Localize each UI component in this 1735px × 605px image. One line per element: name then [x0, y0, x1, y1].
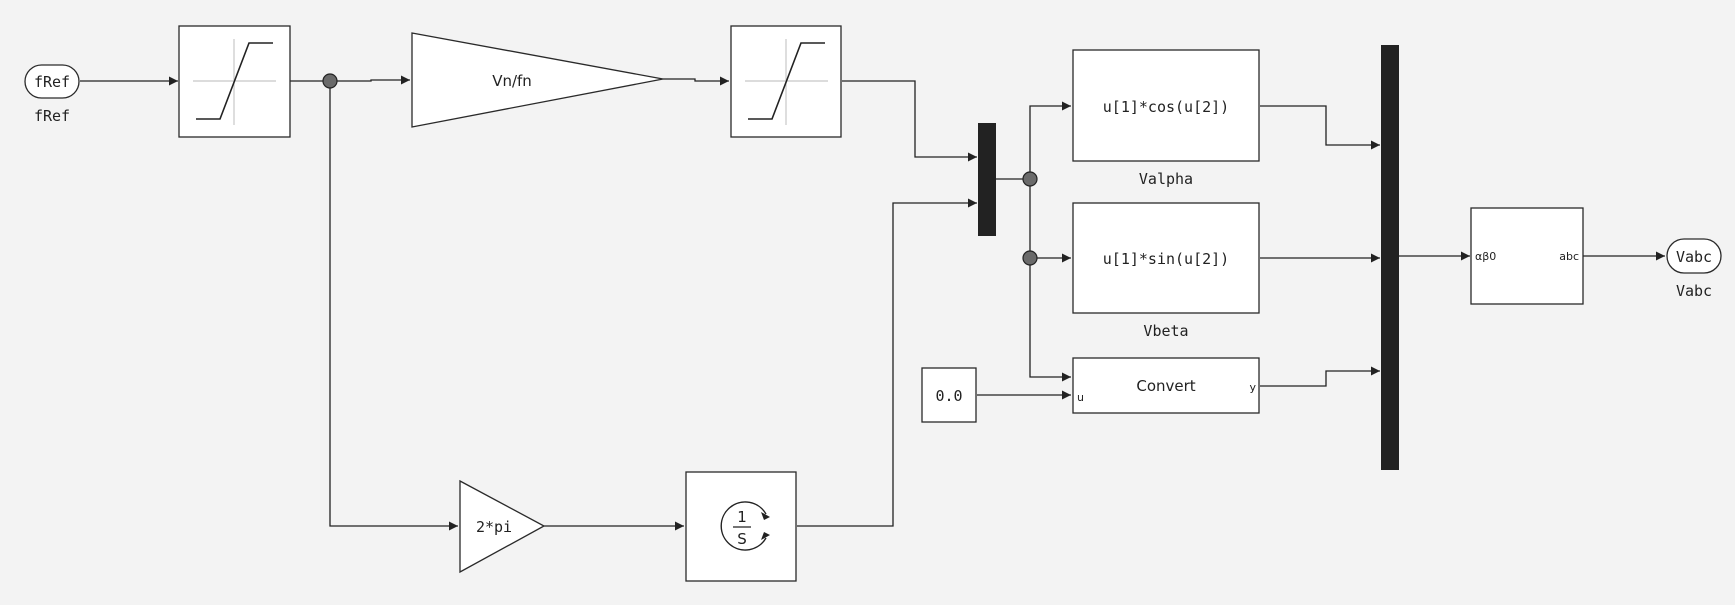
inverse-clarke-transform-block[interactable]: αβ0 abc — [1470, 207, 1584, 305]
branch-node-mux-upper[interactable] — [1022, 171, 1038, 187]
integrator-block[interactable]: 1 S — [685, 471, 797, 582]
inport-fref[interactable]: fRef — [24, 64, 80, 99]
outport-vabc-caption: Vabc — [1676, 282, 1712, 300]
saturation-block-1[interactable] — [178, 25, 291, 138]
inport-fref-caption: fRef — [34, 107, 70, 125]
wire-saturation2-to-mux[interactable] — [842, 80, 977, 162]
fcn-alpha-expression: u[1]*cos(u[2]) — [1103, 98, 1229, 116]
integrator-denominator: S — [737, 530, 747, 548]
wire-to-fcn-beta[interactable] — [1029, 179, 1071, 263]
wire-to-fcn-alpha[interactable] — [1029, 101, 1071, 179]
signal-wires — [80, 75, 1665, 531]
convert-label: Convert — [1136, 377, 1195, 395]
mux-block-output[interactable] — [1381, 45, 1399, 470]
wire-saturation-to-gain-vf[interactable] — [290, 75, 410, 85]
fcn-block-alpha[interactable]: u[1]*cos(u[2]) — [1072, 49, 1260, 162]
saturation-icon — [745, 39, 828, 125]
gain-2pi-label: 2*pi — [476, 518, 512, 536]
fcn-block-beta[interactable]: u[1]*sin(u[2]) — [1072, 202, 1260, 314]
constant-block[interactable]: 0.0 — [921, 367, 977, 423]
transform-in-port: αβ0 — [1475, 250, 1496, 263]
gain-block-2pi[interactable]: 2*pi — [459, 479, 546, 574]
fcn-alpha-caption: Valpha — [1139, 170, 1193, 188]
transform-out-port: abc — [1559, 250, 1579, 263]
wire-integrator-to-mux[interactable] — [797, 198, 977, 527]
outport-vabc[interactable]: Vabc — [1666, 238, 1722, 274]
wire-fcn-alpha-to-mux2[interactable] — [1260, 105, 1380, 150]
constant-value: 0.0 — [935, 387, 962, 405]
convert-in-port: u — [1077, 391, 1084, 404]
mux-block[interactable] — [978, 123, 996, 236]
fcn-beta-caption: Vbeta — [1143, 322, 1188, 340]
branch-node-mux-lower[interactable] — [1022, 250, 1038, 266]
convert-out-port: y — [1249, 381, 1256, 394]
integrator-numerator: 1 — [737, 508, 747, 526]
gain-block-vf[interactable]: Vn/fn — [411, 32, 664, 128]
gain-vf-label: Vn/fn — [492, 72, 532, 90]
integrator-icon: 1 S — [720, 501, 770, 551]
fcn-beta-expression: u[1]*sin(u[2]) — [1103, 250, 1229, 268]
saturation-icon — [193, 39, 276, 125]
saturation-block-2[interactable] — [730, 25, 842, 138]
convert-block[interactable]: Convert u y — [1072, 357, 1260, 414]
wire-convert-to-mux2[interactable] — [1260, 366, 1380, 387]
wire-gain-vf-to-saturation2[interactable] — [663, 76, 729, 86]
wire-to-convert[interactable] — [1029, 258, 1071, 382]
wire-branch-to-gain-2pi[interactable] — [329, 81, 458, 531]
inport-fref-label: fRef — [34, 73, 70, 91]
branch-node-fref[interactable] — [322, 73, 338, 89]
outport-vabc-label: Vabc — [1676, 248, 1712, 266]
